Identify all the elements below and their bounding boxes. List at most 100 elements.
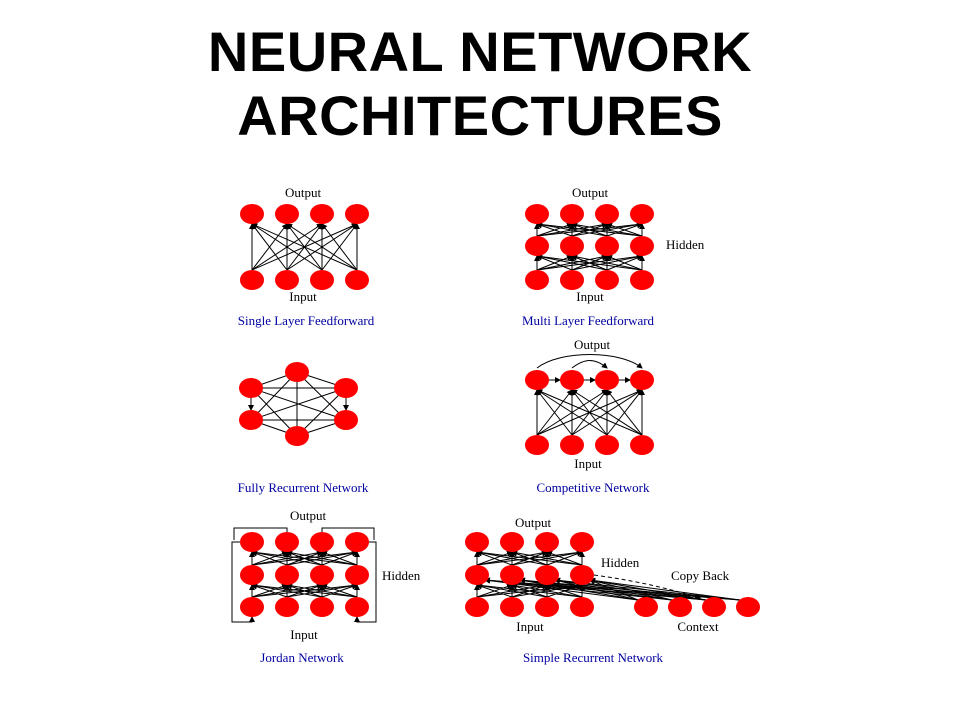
lateral-inhibition — [571, 360, 608, 369]
jordan-output-label: Output — [290, 508, 327, 523]
feedforward-connection — [251, 223, 323, 271]
hidden-node — [535, 565, 559, 585]
output-node — [240, 532, 264, 552]
multi-layer-caption: Multi Layer Feedforward — [522, 313, 655, 328]
output-node — [535, 532, 559, 552]
context-connection — [589, 577, 741, 601]
input-node — [310, 270, 334, 290]
feedforward-connection — [511, 549, 583, 566]
input-node — [345, 597, 369, 617]
output-node — [595, 204, 619, 224]
output-node — [465, 532, 489, 552]
hidden-node — [310, 565, 334, 585]
competitive-output-label: Output — [574, 337, 611, 352]
feedforward-connection — [536, 389, 573, 436]
feedback-loop — [354, 541, 377, 623]
hidden-node — [275, 565, 299, 585]
copy-back-connection — [593, 574, 701, 600]
output-node — [525, 370, 549, 390]
simple-recurrent-input-label: Input — [516, 619, 544, 634]
input-node — [595, 270, 619, 290]
recurrent-node — [285, 362, 309, 382]
feedforward-connection — [606, 389, 643, 436]
feedforward-connection — [476, 583, 513, 598]
feedforward-connection — [286, 549, 358, 566]
feedforward-connection — [476, 582, 548, 598]
multi-layer-connections — [534, 221, 645, 271]
output-node — [630, 204, 654, 224]
input-node — [525, 435, 549, 455]
feedforward-connection — [251, 549, 358, 566]
feedforward-connection — [476, 549, 548, 566]
feedforward-connection — [251, 549, 323, 566]
title-line-1: NEURAL NETWORK — [207, 20, 753, 83]
context-node — [736, 597, 760, 617]
hidden-node — [570, 565, 594, 585]
output-node — [240, 204, 264, 224]
input-node — [240, 270, 264, 290]
input-node — [275, 270, 299, 290]
recurrent-node — [334, 378, 358, 398]
context-node — [702, 597, 726, 617]
feedforward-connection — [536, 389, 643, 436]
feedforward-connection — [536, 221, 608, 237]
feedforward-connection — [251, 223, 358, 271]
feedforward-connection — [251, 582, 358, 598]
feedforward-connection — [536, 221, 643, 237]
feedforward-connection — [476, 550, 513, 566]
hidden-node — [560, 236, 584, 256]
hidden-node — [630, 236, 654, 256]
hidden-node — [500, 565, 524, 585]
input-node — [595, 435, 619, 455]
recurrent-node — [239, 378, 263, 398]
feedforward-connection — [476, 582, 583, 598]
hidden-node — [465, 565, 489, 585]
feedforward-connection — [606, 255, 643, 271]
title-line-2: ARCHITECTURES — [237, 84, 723, 147]
jordan-connections — [231, 527, 377, 623]
output-node — [310, 204, 334, 224]
feedforward-connection — [321, 583, 358, 598]
feedback-loop — [231, 541, 255, 623]
context-node — [634, 597, 658, 617]
feedforward-connection — [536, 255, 573, 271]
multi-layer-feedforward: Output Hidden Input Multi Layer Feedforw… — [522, 185, 705, 328]
input-node — [275, 597, 299, 617]
fully-recurrent-caption: Fully Recurrent Network — [238, 480, 369, 495]
recurrent-node — [285, 426, 309, 446]
feedforward-connection — [511, 582, 583, 598]
input-node — [560, 435, 584, 455]
output-node — [500, 532, 524, 552]
jordan-nodes — [240, 532, 369, 617]
simple-recurrent-hidden-label: Hidden — [601, 555, 640, 570]
feedforward-connection — [571, 389, 643, 436]
output-node — [560, 204, 584, 224]
jordan-network: Output Hidden Input Jordan Network — [231, 508, 421, 665]
recurrent-connection — [296, 387, 347, 437]
feedforward-connection — [286, 223, 358, 271]
hidden-node — [345, 565, 369, 585]
context-node — [668, 597, 692, 617]
simple-recurrent-connections — [474, 549, 741, 601]
output-node — [275, 532, 299, 552]
feedforward-connection — [251, 223, 288, 271]
feedback-loop — [321, 527, 375, 540]
hidden-node — [240, 565, 264, 585]
hidden-node — [525, 236, 549, 256]
slide-title: NEURAL NETWORK ARCHITECTURES — [0, 20, 960, 148]
feedforward-connection — [536, 222, 573, 237]
feedforward-connection — [536, 253, 643, 271]
output-node — [560, 370, 584, 390]
fully-recurrent-network: Fully Recurrent Network — [238, 362, 369, 495]
input-node — [465, 597, 489, 617]
feedforward-connection — [476, 549, 583, 566]
feedforward-connection — [571, 221, 643, 237]
output-node — [345, 532, 369, 552]
feedforward-connection — [321, 223, 358, 271]
input-node — [240, 597, 264, 617]
recurrent-connection — [250, 387, 347, 421]
fully-recurrent-nodes — [239, 362, 358, 446]
feedforward-connection — [251, 550, 288, 566]
feedforward-connection — [251, 583, 288, 598]
jordan-input-label: Input — [290, 627, 318, 642]
